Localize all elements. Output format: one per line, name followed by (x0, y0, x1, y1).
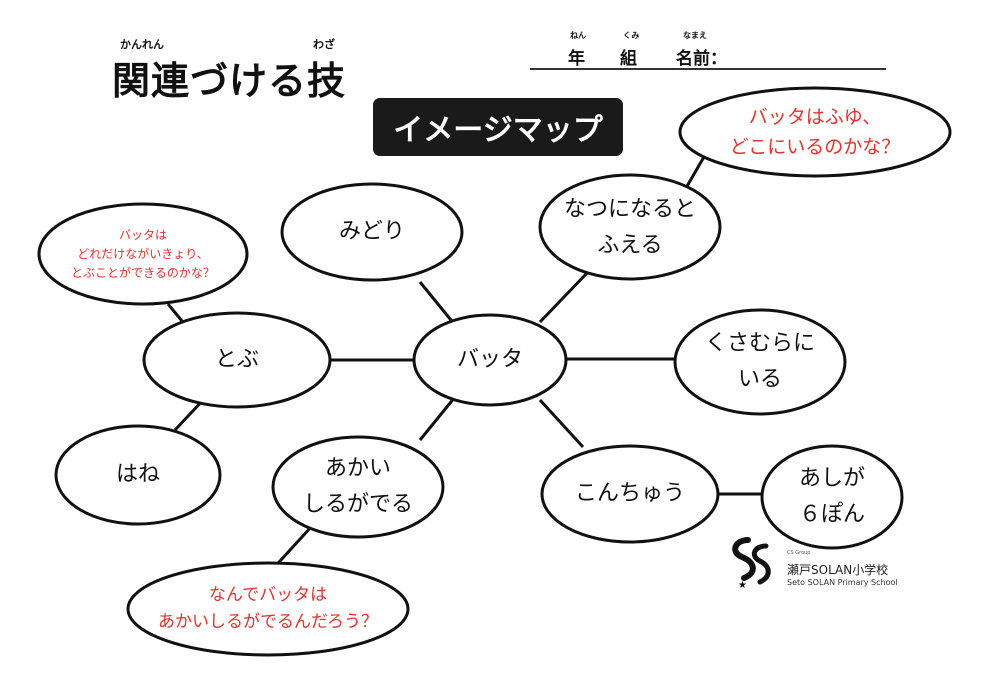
node-ashi: あしが ６ぽん (762, 457, 902, 537)
question-kyori-line2: どれだけながいきょり、 (77, 246, 209, 261)
grade-label: 年 (568, 49, 585, 69)
class-label: 組 (620, 49, 637, 69)
name-write-line[interactable] (530, 68, 886, 70)
question-kyori-line1: バッタは (118, 227, 167, 242)
question-fuyu-line2: どこにいるのかな？ (729, 136, 901, 158)
question-shiru-shape (126, 561, 410, 657)
school-name-english: Seto SOLAN Primary School (787, 578, 898, 587)
node-akai: あかい しるがでる (273, 447, 443, 527)
school-logo-mark: ★ (732, 537, 771, 591)
question-kyori-line3: とぶことができるのかな？ (71, 265, 215, 280)
line-tobu-kyori (166, 303, 184, 322)
node-kusamura-shape (673, 308, 847, 416)
page-title: 関連づける技 (112, 59, 347, 103)
line-center-natsu (538, 270, 590, 324)
question-kyori-shape (37, 202, 249, 306)
node-natsu-shape (538, 173, 722, 281)
node-natsu-line1: なつになると (563, 197, 696, 222)
name-label: 名前： (676, 49, 727, 69)
node-kusamura-line1: くさむらに (704, 331, 815, 356)
node-center-shape (412, 313, 568, 407)
line-center-akai (418, 396, 457, 441)
ruby-namae: なまえ (683, 31, 707, 40)
node-kusamura: くさむらに いる (675, 322, 845, 402)
title-ruby-kanren: かんれん (120, 38, 164, 51)
ruby-kumi: くみ (623, 31, 640, 40)
node-hane-shape (54, 424, 222, 526)
question-shiru-line1: なんでバッタは (208, 585, 328, 605)
node-natsu: なつになると ふえる (540, 188, 720, 268)
node-akai-line1: あかい (324, 456, 391, 481)
node-kusamura-line2: いる (737, 367, 782, 392)
node-akai-line2: しるがでる (302, 492, 413, 517)
node-tobu-shape (142, 311, 332, 409)
node-hane: はね (115, 462, 160, 487)
question-fuyu: バッタはふゆ、 どこにいるのかな？ (680, 100, 950, 164)
line-center-konchu (538, 398, 585, 449)
node-akai-shape (271, 435, 445, 539)
question-shiru: なんでバッタは あかいしるがでるんだろう？ (128, 578, 408, 640)
svg-text:★: ★ (738, 580, 747, 591)
ruby-nen: ねん (570, 31, 586, 40)
title-ruby-waza: わざ (313, 38, 335, 51)
node-konchu-shape (540, 444, 720, 544)
line-center-midori (418, 281, 457, 326)
node-tobu: とぶ (214, 347, 259, 372)
node-ashi-shape (760, 444, 904, 550)
question-shiru-line2: あかいしるがでるんだろう？ (158, 612, 378, 632)
node-konchu: こんちゅう (574, 481, 685, 506)
node-ashi-line1: あしが (798, 466, 865, 491)
node-shapes (37, 86, 952, 657)
node-center: バッタ (456, 347, 523, 372)
question-kyori: バッタは どれだけながいきょり、 とぶことができるのかな？ (39, 220, 247, 288)
image-map-banner: イメージマップ (373, 98, 623, 156)
node-ashi-line2: ６ぽん (798, 502, 865, 527)
school-name: 瀬戸SOLAN小学校 (787, 563, 889, 577)
node-natsu-line2: ふえる (597, 233, 663, 258)
connector-lines (166, 149, 763, 574)
question-fuyu-line1: バッタはふゆ、 (748, 106, 882, 128)
node-midori-shape (280, 182, 464, 282)
question-fuyu-shape (678, 86, 952, 178)
node-midori: みどり (338, 219, 405, 244)
logo-group-label: CS Group (787, 550, 811, 556)
